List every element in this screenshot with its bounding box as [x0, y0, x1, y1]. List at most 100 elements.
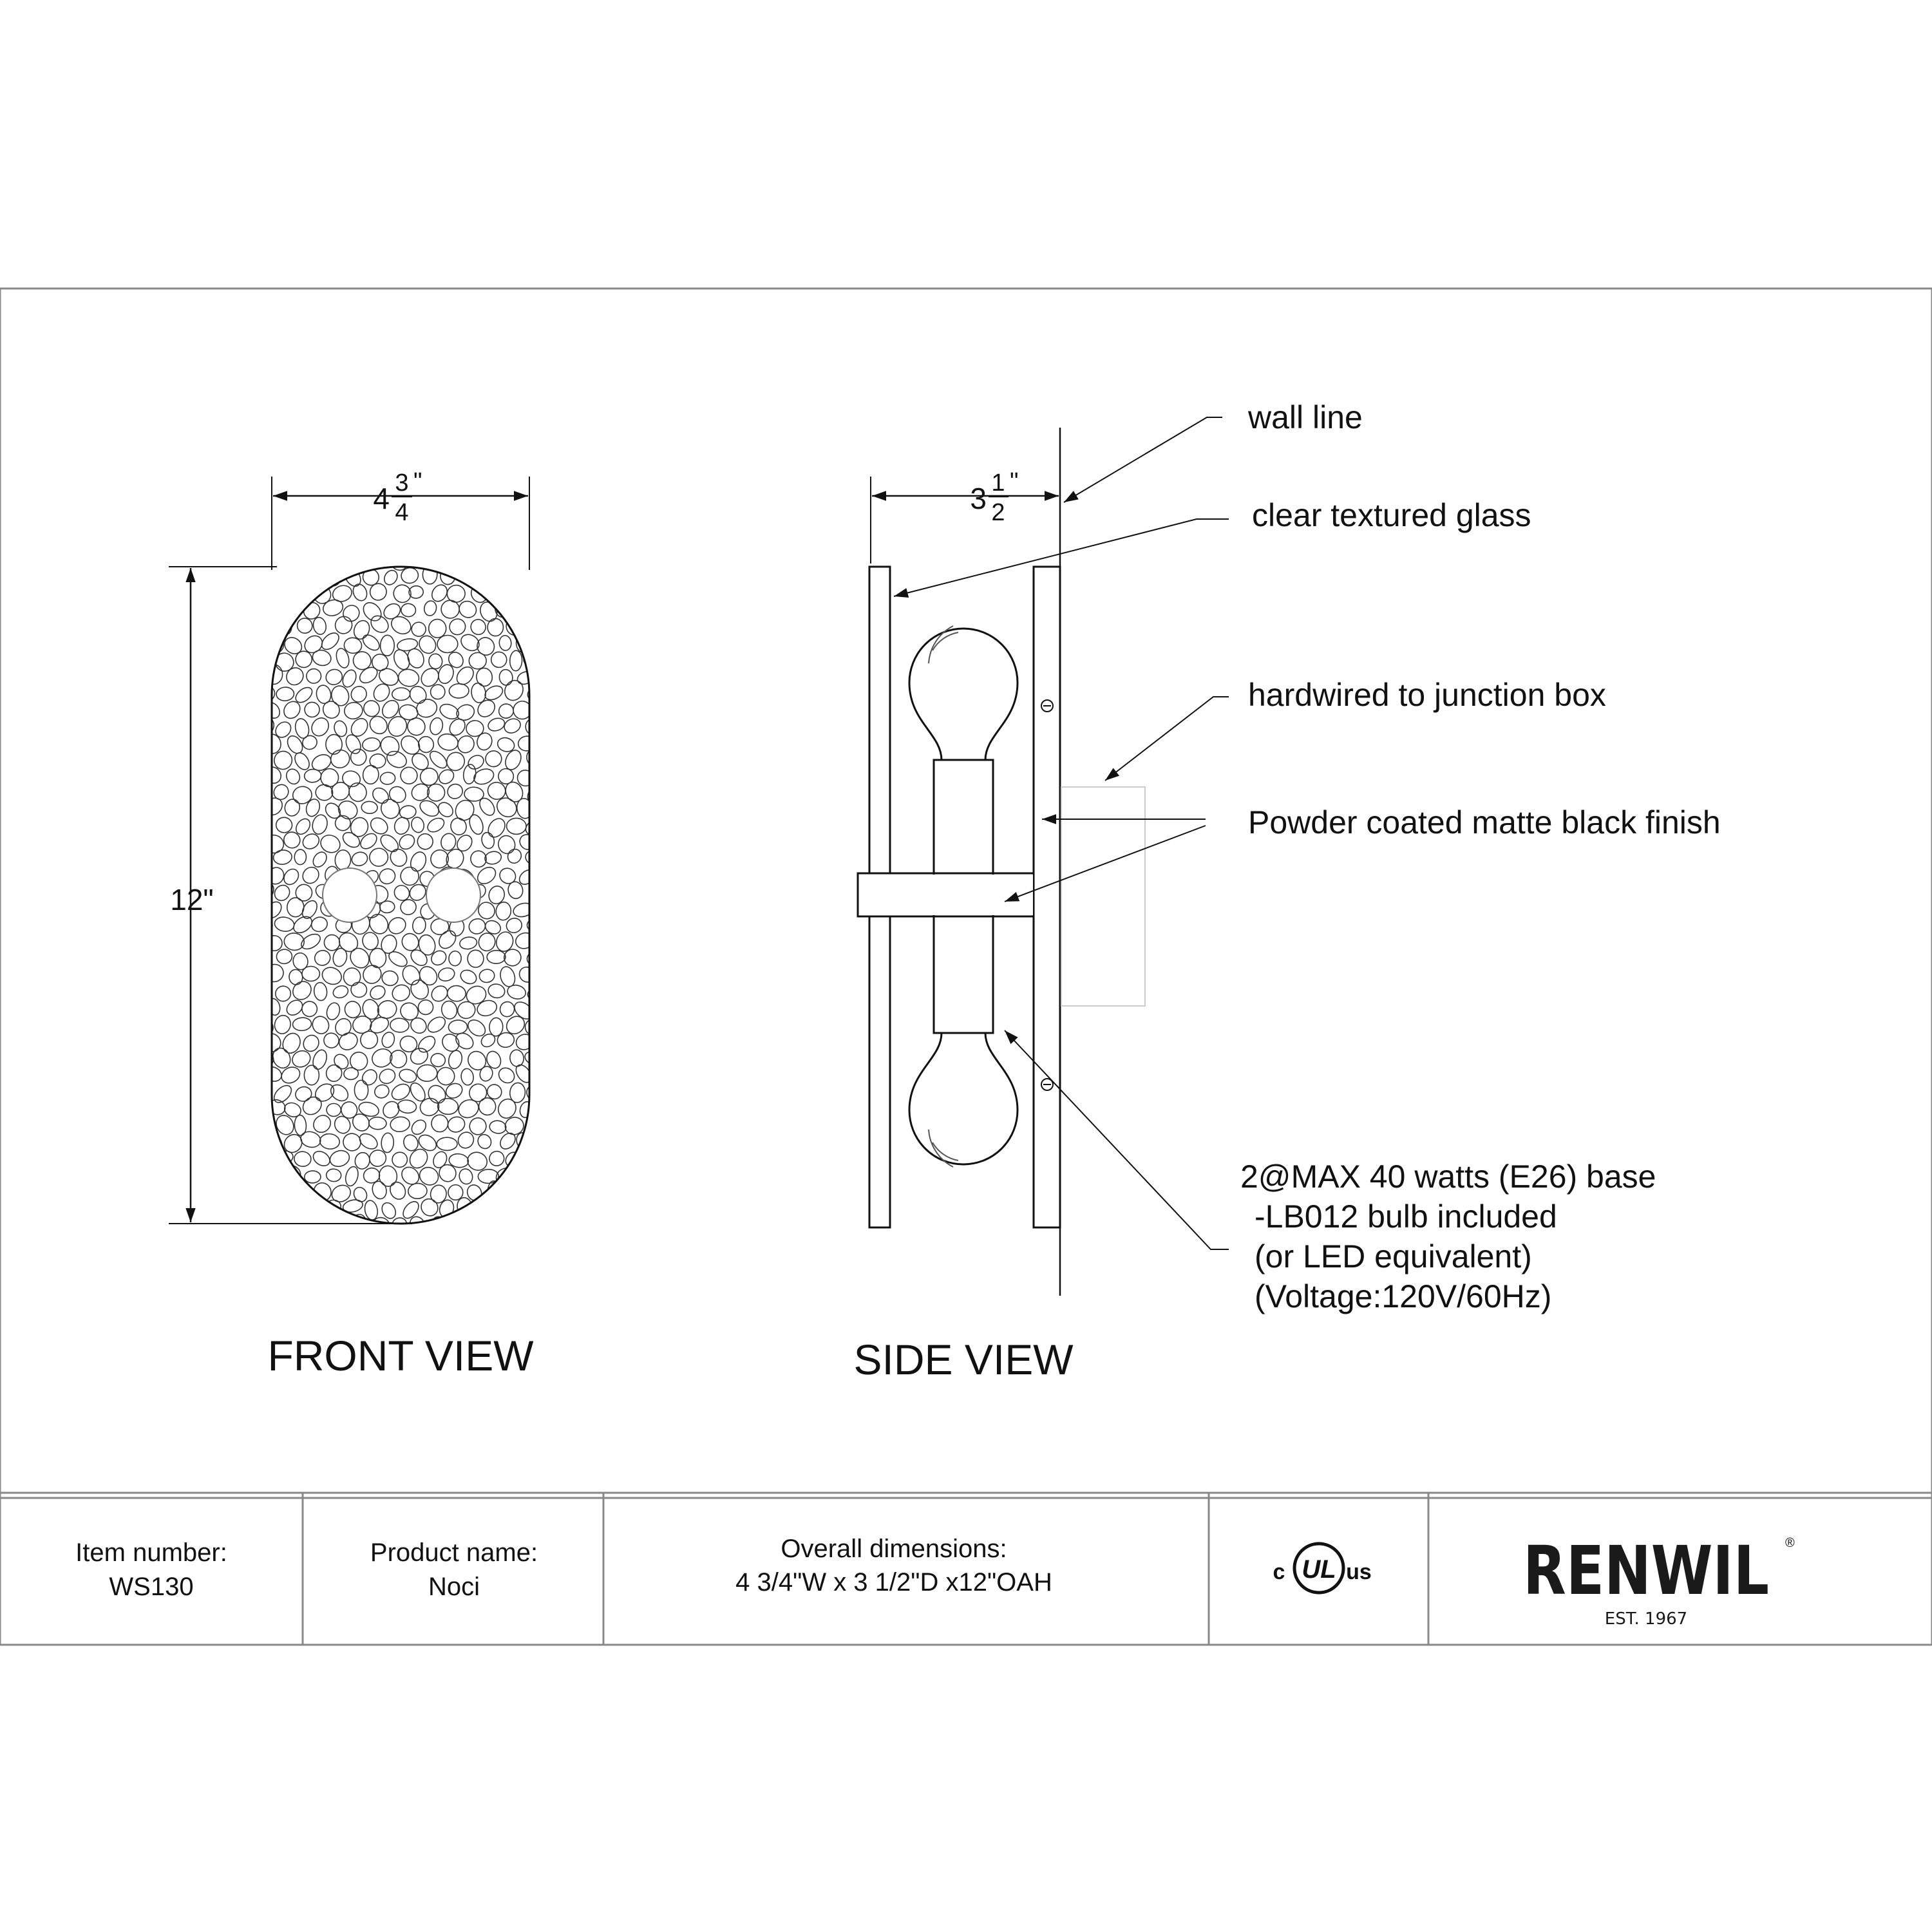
glass-pebble: [361, 1069, 377, 1086]
glass-pebble: [446, 584, 466, 603]
glass-pebble: [333, 1218, 352, 1224]
svg-text:UL: UL: [1302, 1555, 1336, 1584]
glass-pebble: [294, 1114, 307, 1136]
glass-pebble: [343, 1067, 359, 1081]
glass-pebble: [291, 584, 308, 601]
glass-pebble: [410, 1082, 426, 1102]
glass-pebble: [372, 1180, 387, 1200]
glass-pebble: [320, 768, 339, 788]
glass-pebble: [504, 679, 524, 701]
glass-pebble: [275, 985, 292, 1002]
glass-pebble: [442, 1034, 460, 1052]
glass-pebble: [525, 849, 529, 866]
glass-pebble: [342, 770, 361, 788]
glass-pebble: [276, 567, 291, 568]
glass-pebble: [416, 1064, 438, 1082]
glass-pebble: [448, 683, 469, 699]
glass-pebble: [349, 1052, 368, 1071]
screw-top: [1041, 699, 1054, 712]
glass-pebble: [285, 569, 304, 583]
glass-pebble: [484, 685, 504, 701]
glass-pebble: [449, 618, 466, 636]
glass-pebble: [283, 701, 301, 719]
glass-pebble: [381, 1132, 395, 1153]
glass-pebble: [302, 866, 319, 884]
glass-pebble: [305, 1198, 323, 1215]
glass-pebble: [525, 717, 529, 736]
svg-text:2: 2: [991, 499, 1005, 526]
glass-pebble: [272, 1118, 273, 1133]
glass-pebble: [344, 701, 363, 720]
glass-pebble: [363, 965, 382, 984]
svg-text:3: 3: [970, 482, 987, 515]
front-width-label: 4 3 4 ": [373, 468, 422, 526]
glass-pebble: [283, 831, 301, 849]
glass-pebble: [477, 637, 495, 656]
glass-pebble: [323, 1032, 339, 1048]
glass-pebble: [401, 735, 421, 755]
glass-pebble: [409, 884, 426, 901]
title-block: [0, 1492, 1932, 1646]
glass-pebble: [459, 600, 477, 618]
glass-pebble: [402, 1201, 419, 1219]
glass-pebble: [470, 850, 487, 868]
glass-pebble: [527, 786, 529, 804]
glass-pebble: [254, 652, 270, 671]
glass-pebble: [272, 963, 284, 983]
glass-pebble: [272, 834, 285, 854]
glass-pebble: [253, 1081, 274, 1103]
glass-pebble: [508, 1184, 526, 1200]
glass-pebble: [478, 933, 496, 952]
glass-pebble: [527, 553, 546, 569]
glass-pebble: [393, 584, 412, 603]
glass-pebble: [526, 748, 529, 766]
glass-pebble: [335, 1018, 352, 1036]
callout-bulb: 2@MAX 40 watts (E26) base -LB012 bulb in…: [1240, 1159, 1656, 1314]
glass-pebble: [445, 1083, 463, 1099]
glass-pebble: [272, 1215, 290, 1224]
glass-pebble: [479, 1066, 493, 1082]
glass-pebble: [527, 986, 529, 1000]
glass-pebble: [272, 935, 283, 952]
svg-text:": ": [1010, 468, 1019, 495]
glass-pebble: [458, 1099, 479, 1119]
glass-pebble: [350, 947, 370, 969]
glass-pebble: [393, 817, 410, 835]
glass-pebble: [509, 650, 523, 672]
svg-text:": ": [413, 468, 422, 495]
glass-pebble: [273, 583, 292, 601]
glass-pebble: [522, 1151, 529, 1167]
glass-pebble: [289, 969, 303, 985]
glass-pebble: [329, 1150, 350, 1168]
glass-pebble: [282, 1032, 301, 1054]
glass-pebble: [469, 814, 484, 835]
glass-pebble: [460, 634, 480, 652]
glass-pebble: [519, 1101, 529, 1119]
glass-pebble: [498, 1067, 515, 1084]
glass-pebble: [411, 1119, 427, 1135]
glass-pebble: [410, 979, 429, 1000]
glass-pebble: [279, 618, 292, 635]
glass-pebble: [519, 834, 529, 850]
glass-pebble: [276, 1115, 294, 1135]
backplate: [1032, 565, 1061, 1229]
svg-text:(Voltage:120V/60Hz): (Voltage:120V/60Hz): [1255, 1278, 1551, 1314]
glass-pebble: [370, 985, 386, 1000]
glass-pebble: [272, 686, 276, 703]
glass-pebble: [527, 616, 547, 636]
svg-text:®: ®: [1785, 1536, 1795, 1550]
glass-pebble: [302, 833, 320, 849]
screw-bottom: [1041, 1078, 1054, 1091]
glass-pebble: [485, 750, 502, 768]
glass-pebble: [388, 715, 408, 737]
glass-pebble: [275, 817, 293, 833]
glass-pebble: [381, 1032, 395, 1048]
glass-pebble: [370, 615, 389, 633]
glass-pebble: [301, 933, 321, 950]
glass-pebble: [391, 687, 411, 701]
svg-text:1: 1: [991, 469, 1005, 497]
glass-pebble: [416, 699, 438, 718]
glass-pebble: [272, 702, 281, 719]
glass-pebble: [358, 1101, 379, 1117]
glass-pebble: [352, 583, 368, 601]
